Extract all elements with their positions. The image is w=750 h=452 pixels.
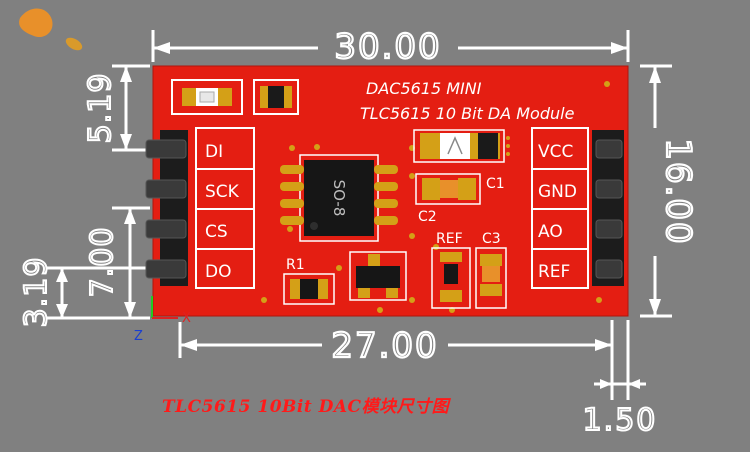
logo-blob [19, 8, 83, 51]
board-title-line2: TLC5615 10 Bit DA Module [360, 104, 575, 123]
dimension-left-319: 3.19 [18, 256, 150, 328]
chip-label: SO-8 [330, 180, 348, 217]
dimension-offset-label: 1.50 [583, 403, 658, 438]
pin-label-sck: SCK [205, 182, 240, 202]
transistor [349, 251, 407, 301]
label-c2: C2 [418, 209, 437, 225]
dimension-left-700: 7.00 [84, 206, 150, 318]
pin-label-vcc: VCC [538, 142, 573, 162]
dimension-left-top-label: 5.19 [83, 73, 118, 144]
right-header [592, 130, 624, 286]
pin-label-gnd: GND [538, 182, 577, 202]
resistor-r1: R1 [283, 257, 335, 305]
dimension-top-30: 30.00 [151, 26, 630, 68]
dimension-left-middle-label: 7.00 [85, 227, 120, 298]
diagram-caption: TLC5615 10Bit DAC模块尺寸图 [162, 397, 450, 417]
dimension-top-label: 30.00 [334, 27, 441, 67]
via-dots [261, 81, 610, 313]
pin-label-ref: REF [538, 262, 570, 282]
label-r1: R1 [286, 257, 305, 273]
left-pin-labels: DI SCK CS DO [195, 127, 255, 289]
pin-label-di: DI [205, 142, 223, 162]
dimension-right-16: 16.00 [638, 64, 699, 318]
dimension-left-519: 5.19 [82, 64, 150, 152]
capacitor-top-right [413, 129, 510, 163]
dimension-left-bottom-label: 3.19 [19, 257, 54, 328]
left-header [145, 130, 188, 286]
axis-triad: Z X [134, 296, 191, 344]
label-c3: C3 [482, 231, 501, 247]
dimension-bottom-label: 27.00 [331, 326, 438, 366]
pin-label-ao: AO [538, 222, 563, 242]
axis-z-label: Z [134, 329, 143, 344]
dimension-offset-150: 1.50 [582, 320, 658, 439]
led-component [171, 79, 243, 115]
resistor-top [253, 79, 299, 115]
chip-so8: SO-8 [280, 154, 398, 242]
right-pin-labels: VCC GND AO REF [531, 127, 589, 289]
pin-label-cs: CS [205, 222, 228, 242]
dimension-right-label: 16.00 [658, 138, 698, 245]
pin-label-do: DO [205, 262, 231, 282]
label-c1: C1 [486, 176, 505, 192]
label-ref: REF [436, 231, 463, 247]
dimension-bottom-27: 27.00 [178, 322, 614, 367]
reference-components: REF C3 [431, 231, 507, 309]
axis-x-label: X [182, 311, 191, 326]
capacitor-c1: C1 C2 [415, 173, 505, 225]
board-title-line1: DAC5615 MINI [366, 79, 482, 98]
pcb-board: DAC5615 MINI TLC5615 10 Bit DA Module DI… [145, 65, 629, 317]
